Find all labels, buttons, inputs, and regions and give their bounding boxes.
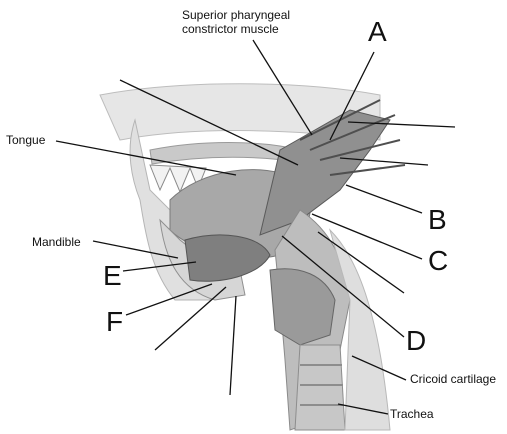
leader-lower-mid [230,296,236,395]
label-F: F [106,308,123,336]
label-D: D [406,327,426,355]
superior-pharyngeal-line2: constrictor muscle [182,22,290,36]
trachea-shape [295,345,345,430]
superior-pharyngeal-label: Superior pharyngeal constrictor muscle [182,8,290,36]
mandible-label: Mandible [32,235,81,249]
label-E: E [103,262,122,290]
label-A: A [368,18,387,46]
label-B: B [428,206,447,234]
trachea-label: Trachea [390,407,434,421]
label-C: C [428,247,448,275]
tongue-label: Tongue [6,133,45,147]
superior-pharyngeal-line1: Superior pharyngeal [182,8,290,22]
leader-B [346,185,422,213]
cricoid-label: Cricoid cartilage [410,372,496,386]
